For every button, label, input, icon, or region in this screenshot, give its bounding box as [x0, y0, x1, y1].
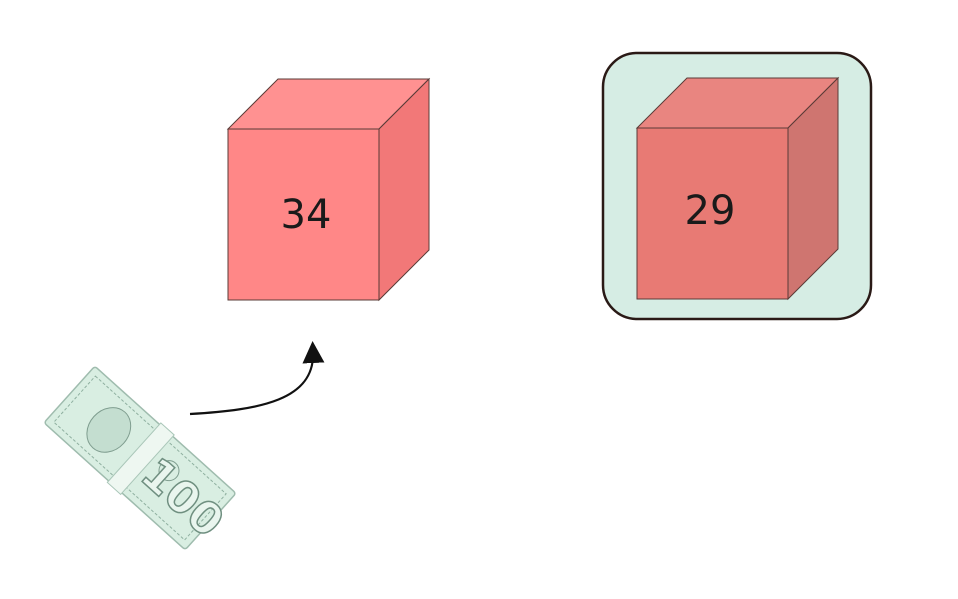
cube-left-label: 34: [281, 192, 332, 238]
cube-left-side: [378, 77, 430, 302]
bill-portrait: [86, 407, 132, 453]
bill-band: [106, 422, 175, 496]
cube-right-side: [787, 76, 839, 301]
cube-right: 29: [635, 76, 840, 301]
cube-left[interactable]: 34: [226, 77, 431, 302]
curved-arrow-icon: [189, 341, 325, 416]
cube-right-highlight[interactable]: 29: [601, 51, 873, 321]
money-bill-icon[interactable]: 100: [43, 365, 244, 558]
bill-seal: [158, 460, 180, 482]
cube-right-label: 29: [685, 188, 736, 234]
